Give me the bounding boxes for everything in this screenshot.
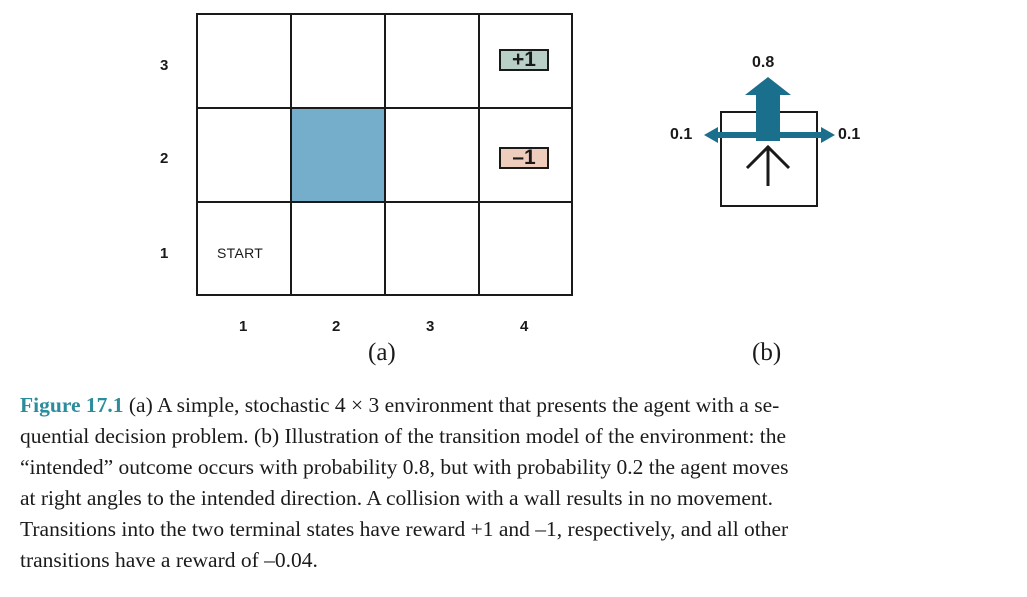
prob-forward-label: 0.8 <box>752 54 775 71</box>
side-arrow-shaft <box>716 132 823 138</box>
prob-right-label: 0.1 <box>838 126 861 143</box>
caption-line: Transitions into the two terminal states… <box>20 517 789 541</box>
row-label-2: 2 <box>160 150 169 167</box>
caption-text: (a) A simple, stochastic 4 × 3 environme… <box>123 393 780 417</box>
left-arrow-head <box>704 127 718 143</box>
panel-b-sublabel: (b) <box>752 339 782 366</box>
grid-world: +1 –1 START <box>196 13 573 296</box>
grid-line <box>196 201 573 203</box>
row-label-3: 3 <box>160 57 169 74</box>
row-label-1: 1 <box>160 245 169 262</box>
caption-line: at right angles to the intended directio… <box>20 486 773 510</box>
prob-left-label: 0.1 <box>670 126 693 143</box>
grid-line <box>196 107 573 109</box>
grid-border <box>196 13 573 296</box>
col-label-4: 4 <box>520 318 529 335</box>
terminal-negative-label: –1 <box>499 147 549 169</box>
right-arrow-head <box>821 127 835 143</box>
col-label-1: 1 <box>239 318 248 335</box>
wall-cell <box>291 109 384 201</box>
terminal-positive-label: +1 <box>499 49 549 71</box>
panel-a-sublabel: (a) <box>368 339 396 366</box>
grid-line <box>478 13 480 296</box>
figure-label: Figure 17.1 <box>20 393 124 417</box>
start-label: START <box>217 245 264 261</box>
caption-line: Figure 17.1 (a) A simple, stochastic 4 ×… <box>20 390 1010 421</box>
intended-arrowhead <box>745 144 791 170</box>
col-label-2: 2 <box>332 318 341 335</box>
caption-line: transitions have a reward of –0.04. <box>20 548 318 572</box>
col-label-3: 3 <box>426 318 435 335</box>
figure-caption: Figure 17.1 (a) A simple, stochastic 4 ×… <box>20 390 1010 576</box>
caption-line: quential decision problem. (b) Illustrat… <box>20 424 787 448</box>
transition-model-diagram <box>704 77 835 207</box>
caption-line: “intended” outcome occurs with probabili… <box>20 455 789 479</box>
grid-line <box>384 13 386 296</box>
forward-arrow <box>745 77 791 141</box>
grid-line <box>290 13 292 296</box>
